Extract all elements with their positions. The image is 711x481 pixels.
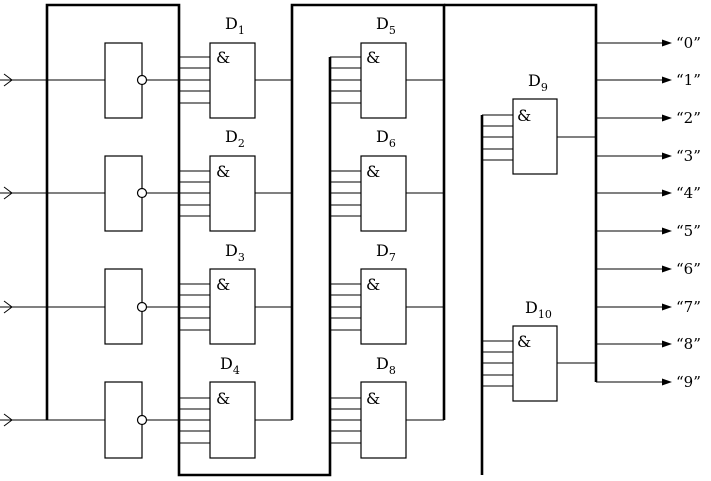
output-2: “2”	[596, 109, 701, 127]
and-gate-d8: & D8	[330, 354, 444, 459]
d6-label: D6	[376, 127, 396, 150]
input-lines	[0, 73, 105, 427]
d10-and-symbol: &	[517, 332, 531, 351]
output-label-4: “4”	[676, 184, 701, 202]
d7-and-symbol: &	[366, 275, 380, 294]
d8-label: D8	[376, 354, 396, 377]
output-label-2: “2”	[676, 109, 701, 127]
d2-label: D2	[225, 127, 245, 150]
d9-and-symbol: &	[517, 106, 531, 125]
d7-label: D7	[376, 241, 396, 264]
and-gate-d10: & D10	[482, 298, 596, 402]
inverter-1	[104, 42, 179, 119]
output-label-1: “1”	[676, 71, 701, 89]
output-9: “9”	[596, 373, 701, 391]
d1-label: D1	[225, 14, 245, 37]
output-4: “4”	[596, 184, 701, 202]
and-gate-d9: & D9	[482, 71, 596, 175]
and-gate-d3: & D3	[179, 241, 292, 345]
d3-and-symbol: &	[216, 275, 230, 294]
d5-label: D5	[376, 14, 396, 37]
output-label-6: “6”	[676, 260, 701, 278]
d3-label: D3	[225, 241, 245, 264]
and-gate-d7: & D7	[330, 241, 444, 345]
output-label-3: “3”	[676, 147, 701, 165]
inverter-2	[104, 155, 179, 232]
output-5: “5”	[596, 222, 701, 240]
d5-and-symbol: &	[366, 48, 380, 67]
output-1: “1”	[596, 71, 701, 89]
output-6: “6”	[596, 260, 701, 278]
output-7: “7”	[596, 298, 701, 316]
output-label-0: “0”	[676, 34, 701, 52]
output-8: “8”	[596, 335, 701, 353]
output-label-8: “8”	[676, 335, 701, 353]
and-gate-d6: & D6	[330, 127, 444, 232]
d2-and-symbol: &	[216, 162, 230, 181]
output-label-9: “9”	[676, 373, 701, 391]
d4-and-symbol: &	[216, 389, 230, 408]
output-lines: “0” “1” “2” “3” “4” “5”	[596, 34, 701, 391]
d10-label: D10	[525, 298, 552, 321]
output-0: “0”	[596, 34, 701, 52]
output-label-5: “5”	[676, 222, 701, 240]
d9-label: D9	[528, 71, 548, 94]
d4-label: D4	[220, 354, 240, 377]
output-label-7: “7”	[676, 298, 701, 316]
d1-and-symbol: &	[216, 48, 230, 67]
and-gate-d2: & D2	[179, 127, 292, 232]
and-gate-d1: & D1	[179, 14, 292, 119]
inverter-3	[104, 268, 179, 345]
output-3: “3”	[596, 147, 701, 165]
and-gate-d5: & D5	[330, 14, 444, 119]
d8-and-symbol: &	[366, 389, 380, 408]
d6-and-symbol: &	[366, 162, 380, 181]
inverter-4	[104, 381, 179, 459]
and-gate-d4: & D4	[179, 354, 292, 459]
bus-lines	[45, 3, 598, 477]
